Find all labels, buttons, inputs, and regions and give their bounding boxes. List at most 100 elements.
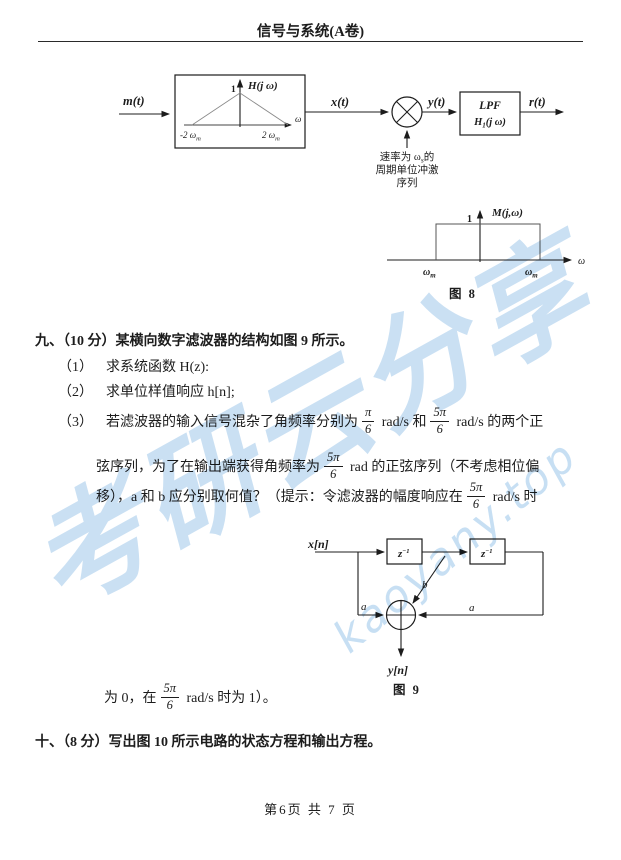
frac-den: 6 bbox=[330, 466, 337, 481]
lpf-rest: (j ω) bbox=[486, 117, 506, 128]
item2-text: 求单位样值响应 h[n]; bbox=[106, 385, 235, 400]
sampler-note-line3: 序列 bbox=[397, 176, 418, 189]
rect-spectrum bbox=[435, 223, 541, 260]
triangle-spectrum bbox=[191, 92, 289, 126]
coef-b-label: b bbox=[422, 579, 428, 591]
xn-label: x[n] bbox=[307, 537, 329, 551]
delay2-box bbox=[469, 538, 506, 565]
q9-item1: （1） 求系统函数 H(z): bbox=[58, 356, 209, 376]
multiplier-circle bbox=[391, 96, 423, 128]
item3-text1: 若滤波器的输入信号混杂了角频率分别为 bbox=[106, 415, 358, 430]
frac-den: 6 bbox=[365, 421, 372, 436]
frac-den: 6 bbox=[436, 421, 443, 436]
omega-axis-label: ω bbox=[578, 256, 585, 267]
delay2-z: z bbox=[480, 548, 486, 560]
item3-text2: rad/s 和 bbox=[378, 415, 427, 430]
frac-num: 5π bbox=[466, 481, 486, 497]
frac-num: π bbox=[362, 406, 375, 422]
fig9-wires bbox=[315, 548, 544, 658]
tick-right-base: ω bbox=[525, 267, 532, 278]
delay1-z: z bbox=[397, 548, 403, 560]
lpf-sub: 1 bbox=[482, 122, 486, 130]
multiplier bbox=[391, 96, 423, 128]
note-l1-sub: s bbox=[421, 156, 424, 165]
rt-label: r(t) bbox=[529, 95, 546, 109]
item3-text6: 移），a 和 b 应分别取何值？（提示：令滤波器的幅度响应在 bbox=[96, 490, 463, 505]
lpf-box bbox=[459, 91, 521, 136]
note-l1b: 的 bbox=[424, 150, 435, 163]
tick-right-sub: m bbox=[275, 136, 280, 143]
q10-heading: 十、（8 分）写出图 10 所示电路的状态方程和输出方程。 bbox=[35, 735, 382, 750]
frac-den: 6 bbox=[166, 697, 173, 712]
b-branch-arrow bbox=[412, 555, 446, 604]
tick-left-label: -2 ωm bbox=[180, 130, 201, 143]
yn-label: y[n] bbox=[386, 663, 408, 677]
omega-axis-label: ω bbox=[295, 114, 301, 124]
item3-text4: 弦序列，为了在输出端获得角频率为 bbox=[96, 460, 320, 475]
filter-title: H(j ω) bbox=[247, 80, 278, 92]
tick-right-label: ωm bbox=[525, 267, 538, 280]
sampler-note-line2: 周期单位冲激 bbox=[376, 163, 439, 176]
fig9-caption: 图 9 bbox=[393, 683, 421, 697]
fig8-wires bbox=[119, 108, 565, 148]
note-l1a: 速率为 ω bbox=[380, 150, 421, 163]
adder bbox=[385, 599, 417, 631]
tick-left-base: ω bbox=[423, 267, 430, 278]
tick-left-sub: m bbox=[196, 136, 201, 143]
multiplier-x2 bbox=[396, 101, 418, 123]
peak-value-label: 1 bbox=[467, 214, 472, 225]
item3-text7: rad/s 时 bbox=[489, 490, 538, 505]
hint-text1: 为 0，在 bbox=[104, 691, 157, 706]
yt-label: y(t) bbox=[426, 95, 445, 109]
frac-num: 5π bbox=[160, 682, 180, 698]
spectrum-title: M(j,ω) bbox=[491, 207, 523, 219]
fig8-caption: 图 8 bbox=[449, 287, 477, 301]
coef-a-left-label: a bbox=[361, 601, 367, 613]
lpf-response-label: H1(j ω) bbox=[473, 117, 506, 130]
item3-text3: rad/s 的两个正 bbox=[453, 415, 544, 430]
delay1-exp: −1 bbox=[402, 548, 409, 555]
fig8-block-diagram: 1 H(j ω) -2 ωm 2 ωm ω LPF H1(j ω) m(t) x… bbox=[119, 74, 565, 189]
page-title: 信号与系统(A卷) bbox=[256, 24, 365, 40]
sampler-note-line1: 速率为 ωs的 bbox=[380, 150, 434, 165]
tick-left-base: -2 ω bbox=[180, 130, 196, 140]
tick-right-base: 2 ω bbox=[262, 130, 275, 140]
prefilter-spectrum: 1 H(j ω) -2 ωm 2 ωm ω bbox=[180, 78, 301, 143]
frac-num: 5π bbox=[324, 451, 343, 467]
item2-number: （2） bbox=[58, 385, 93, 400]
header-rule bbox=[38, 41, 583, 42]
item3-number: （3） bbox=[58, 415, 93, 430]
tick-right-label: 2 ωm bbox=[262, 130, 280, 143]
lpf-label: LPF bbox=[478, 100, 501, 112]
fig9-filter-diagram: z−1 z−1 x[n] a b a y[n] 图 9 bbox=[307, 537, 544, 697]
coef-a-right-label: a bbox=[469, 602, 475, 614]
delay2-label: z−1 bbox=[480, 548, 492, 560]
tick-left-sub: m bbox=[430, 272, 436, 280]
delay1-label: z−1 bbox=[397, 548, 409, 560]
delay2-exp: −1 bbox=[485, 548, 492, 555]
lpf-h: H bbox=[473, 117, 483, 128]
prefilter-box bbox=[174, 74, 306, 149]
tick-right-sub: m bbox=[532, 272, 538, 280]
page-footer: 第6页 共 7 页 bbox=[264, 802, 357, 817]
delay1-box bbox=[386, 538, 423, 565]
item1-number: （1） bbox=[58, 360, 93, 375]
xt-label: x(t) bbox=[330, 95, 349, 109]
q9-item2: （2） 求单位样值响应 h[n]; bbox=[58, 381, 235, 401]
frac-num: 5π bbox=[430, 406, 449, 422]
item3-text5: rad 的正弦序列（不考虑相位偏 bbox=[346, 460, 540, 475]
tick-left-label: ωm bbox=[423, 267, 436, 280]
hint-text2: rad/s 时为 1）。 bbox=[183, 691, 277, 706]
frac-den: 6 bbox=[472, 496, 480, 511]
q9-heading: 九、（10 分）某横向数字滤波器的结构如图 9 所示。 bbox=[35, 334, 354, 349]
item1-text: 求系统函数 H(z): bbox=[106, 360, 210, 375]
peak-value-label: 1 bbox=[231, 85, 236, 95]
